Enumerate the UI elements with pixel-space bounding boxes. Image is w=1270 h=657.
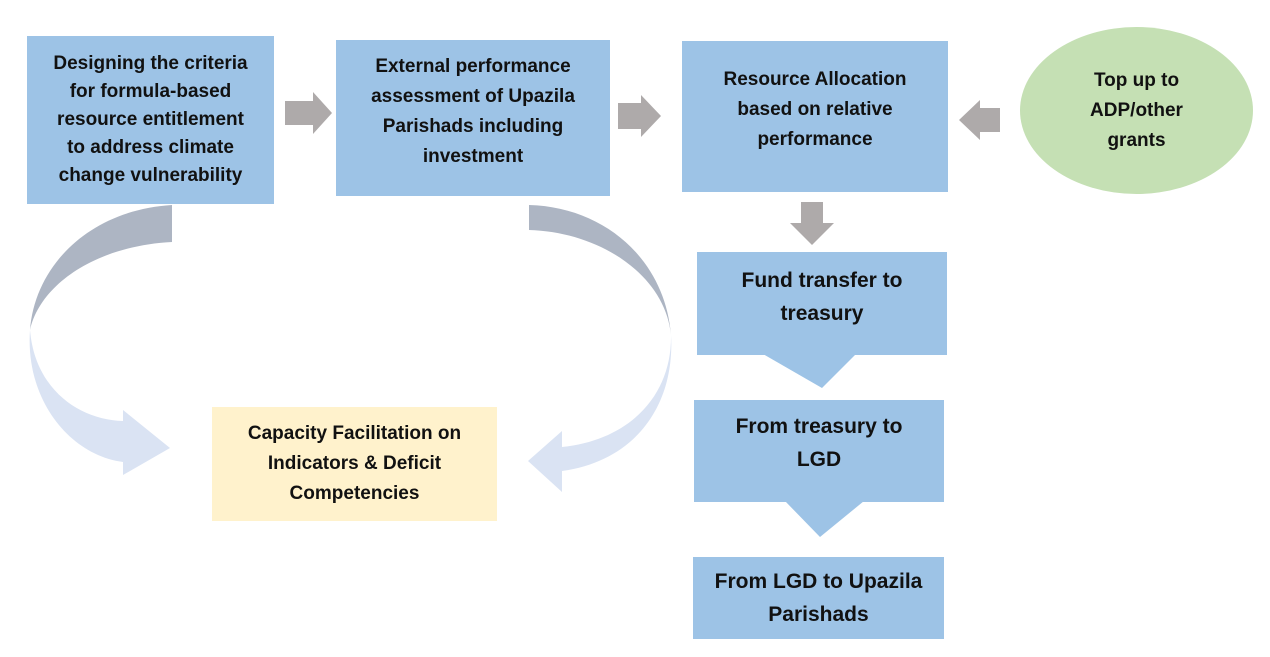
arrow-down-allocation bbox=[790, 202, 834, 245]
curved-arrow-left-lower bbox=[29, 330, 171, 475]
chevron-down-2 bbox=[785, 501, 864, 537]
curved-arrow-left-upper bbox=[30, 205, 172, 330]
performance-assessment-label: External performance assessment of Upazi… bbox=[371, 56, 575, 167]
capacity-facilitation-label: Capacity Facilitation on Indicators & De… bbox=[247, 423, 462, 504]
treasury-to-lgd-box: From treasury to LGD bbox=[694, 400, 944, 502]
top-up-oval: Top up to ADP/other grants bbox=[1020, 27, 1253, 194]
performance-assessment-box: External performance assessment of Upazi… bbox=[336, 40, 610, 196]
criteria-design-box: Designing the criteria for formula-based… bbox=[27, 36, 274, 204]
top-up-label: Top up to ADP/other grants bbox=[1090, 69, 1183, 151]
lgd-to-upazila-label: From LGD to Upazila Parishads bbox=[714, 570, 923, 626]
resource-allocation-box: Resource Allocation based on relative pe… bbox=[682, 41, 948, 192]
fund-transfer-box: Fund transfer to treasury bbox=[697, 252, 947, 355]
arrow-right-2 bbox=[618, 95, 661, 137]
lgd-to-upazila-box: From LGD to Upazila Parishads bbox=[693, 557, 944, 639]
fund-transfer-label: Fund transfer to treasury bbox=[741, 269, 903, 325]
chevron-down-1 bbox=[763, 354, 856, 388]
criteria-design-label: Designing the criteria for formula-based… bbox=[53, 53, 248, 186]
resource-allocation-label: Resource Allocation based on relative pe… bbox=[723, 69, 907, 150]
arrow-left-topup bbox=[959, 100, 1000, 140]
capacity-facilitation-box: Capacity Facilitation on Indicators & De… bbox=[212, 407, 497, 521]
curved-arrow-right-upper bbox=[529, 205, 671, 335]
curved-arrow-right-lower bbox=[528, 335, 672, 492]
arrow-right-1 bbox=[285, 92, 332, 134]
treasury-to-lgd-label: From treasury to LGD bbox=[735, 415, 903, 471]
